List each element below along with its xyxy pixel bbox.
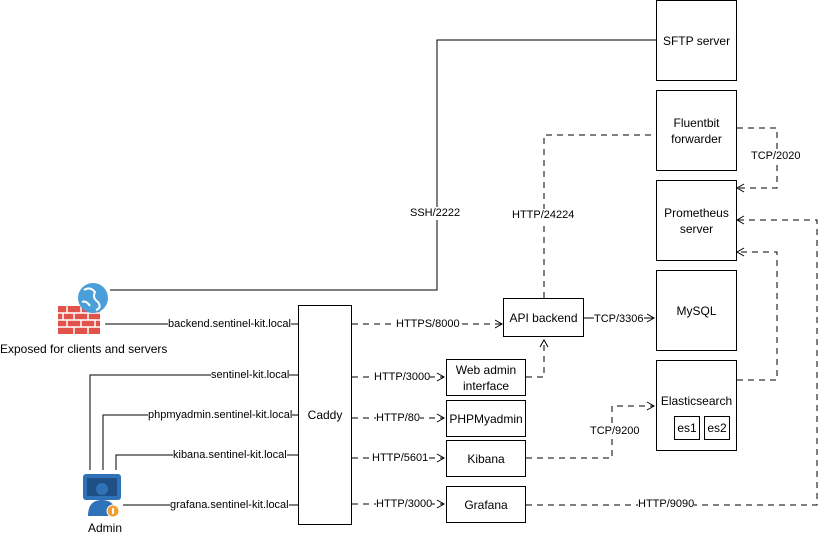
elasticsearch-label: Elasticsearch bbox=[660, 394, 733, 408]
label-http-3000-web: HTTP/3000 bbox=[374, 371, 431, 384]
web-admin-node[interactable]: Web admin interface bbox=[446, 359, 526, 396]
edge-es-to-prom bbox=[735, 247, 778, 381]
api-backend-label: API backend bbox=[509, 310, 578, 325]
grafana-node[interactable]: Grafana bbox=[446, 486, 526, 523]
api-backend-node[interactable]: API backend bbox=[503, 298, 584, 337]
label-https-8000: HTTPS/8000 bbox=[396, 318, 460, 331]
es1-label: es1 bbox=[677, 421, 697, 435]
label-tcp-2020: TCP/2020 bbox=[751, 150, 801, 163]
label-http-3000-grafana: HTTP/3000 bbox=[376, 498, 433, 511]
kibana-node[interactable]: Kibana bbox=[446, 440, 526, 477]
label-host-grafana: grafana.sentinel-kit.local bbox=[170, 499, 289, 512]
kibana-label: Kibana bbox=[467, 451, 505, 466]
edge-web-to-api bbox=[526, 338, 549, 378]
label-http-5601: HTTP/5601 bbox=[372, 452, 429, 465]
web-admin-label: Web admin interface bbox=[455, 362, 517, 393]
admin-label: Admin bbox=[88, 521, 123, 535]
es2-node[interactable]: es2 bbox=[704, 416, 730, 440]
label-http-80: HTTP/80 bbox=[376, 412, 421, 425]
caddy-node[interactable]: Caddy bbox=[298, 305, 352, 525]
label-host-kibana: kibana.sentinel-kit.local bbox=[173, 449, 287, 462]
phpmyadmin-node[interactable]: PHPMyadmin bbox=[446, 400, 526, 437]
prometheus-label: Prometheus server bbox=[664, 205, 729, 236]
es2-label: es2 bbox=[707, 421, 727, 435]
label-http-9090: HTTP/9090 bbox=[638, 498, 695, 511]
mysql-label: MySQL bbox=[676, 303, 717, 318]
exposed-label: Exposed for clients and servers bbox=[0, 342, 168, 356]
mysql-node[interactable]: MySQL bbox=[656, 270, 737, 351]
edge-ssh bbox=[110, 39, 656, 291]
label-tcp-9200: TCP/9200 bbox=[590, 425, 640, 438]
label-ssh: SSH/2222 bbox=[410, 207, 461, 220]
caddy-label: Caddy bbox=[307, 408, 343, 422]
firewall-globe-icon bbox=[58, 283, 108, 334]
label-tcp-3306: TCP/3306 bbox=[594, 313, 644, 326]
fluentbit-label: Fluentbit forwarder bbox=[671, 115, 722, 146]
phpmyadmin-label: PHPMyadmin bbox=[449, 411, 523, 426]
sftp-server-label: SFTP server bbox=[662, 33, 731, 48]
label-host-backend: backend.sentinel-kit.local bbox=[168, 318, 291, 331]
prometheus-node[interactable]: Prometheus server bbox=[656, 180, 737, 261]
label-http-24224: HTTP/24224 bbox=[512, 209, 575, 222]
label-host-sentinel: sentinel-kit.local bbox=[211, 369, 290, 382]
es1-node[interactable]: es1 bbox=[674, 416, 700, 440]
admin-user-icon bbox=[83, 474, 121, 518]
grafana-label: Grafana bbox=[464, 497, 508, 512]
label-host-phpmyadmin: phpmyadmin.sentinel-kit.local bbox=[148, 409, 293, 422]
fluentbit-node[interactable]: Fluentbit forwarder bbox=[656, 90, 737, 171]
sftp-server-node[interactable]: SFTP server bbox=[656, 0, 737, 81]
